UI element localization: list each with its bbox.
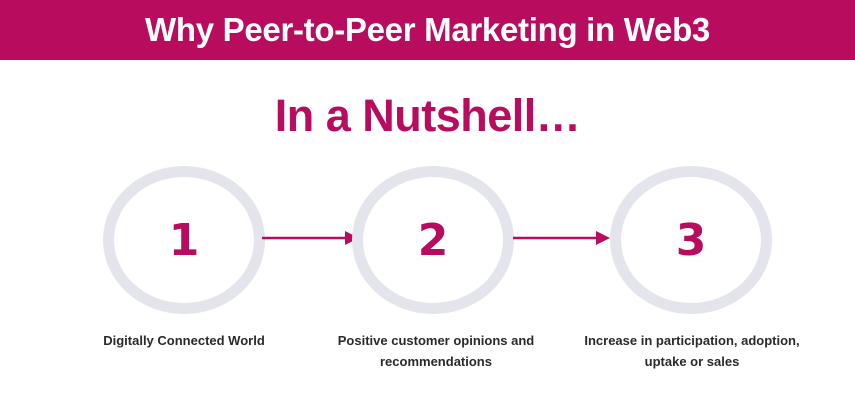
- step-2-circle: 2: [352, 166, 514, 314]
- step-1-number: 1: [168, 214, 200, 266]
- arrow-right-icon: [262, 231, 359, 245]
- step-1-label: Digitally Connected World: [103, 333, 265, 348]
- step-3-circle: 3: [610, 166, 772, 314]
- step-2-label: Positive customer opinions and recommend…: [337, 333, 535, 369]
- header-banner: Why Peer-to-Peer Marketing in Web3: [0, 0, 855, 60]
- step-2-number: 2: [417, 214, 449, 266]
- step-1-circle: 1: [103, 166, 265, 314]
- arrow-right-icon: [513, 231, 610, 245]
- step-3-number: 3: [675, 214, 707, 266]
- step-3-label: Increase in participation, adoption, upt…: [584, 333, 800, 369]
- subtitle: In a Nutshell…: [274, 90, 581, 141]
- page-title: Why Peer-to-Peer Marketing in Web3: [145, 11, 710, 48]
